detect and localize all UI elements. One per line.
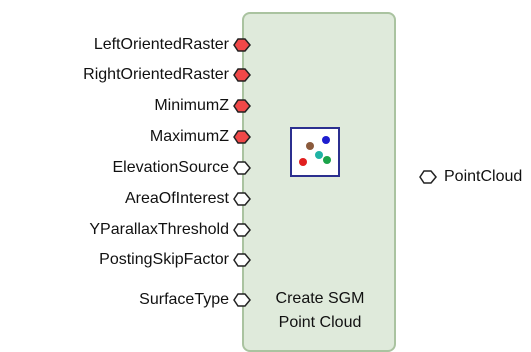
input-label-surface-type: SurfaceType (139, 291, 229, 308)
input-label-left-oriented-raster: LeftOrientedRaster (93, 36, 229, 53)
input-port-posting-skip-factor[interactable] (233, 253, 251, 267)
input-row-elevation-source: ElevationSource (0, 158, 229, 178)
input-port-elevation-source[interactable] (233, 161, 251, 175)
process-node[interactable] (242, 12, 396, 352)
input-row-y-parallax-threshold: YParallaxThreshold (0, 220, 229, 240)
node-title: Create SGM Point Cloud (244, 287, 396, 335)
input-row-right-oriented-raster: RightOrientedRaster (0, 65, 229, 85)
input-row-left-oriented-raster: LeftOrientedRaster (0, 35, 229, 55)
input-port-surface-type[interactable] (233, 293, 251, 307)
input-label-maximum-z: MaximumZ (149, 128, 229, 145)
input-port-area-of-interest[interactable] (233, 192, 251, 206)
input-port-right-oriented-raster[interactable] (233, 68, 251, 82)
input-port-minimum-z[interactable] (233, 99, 251, 113)
input-row-posting-skip-factor: PostingSkipFactor (0, 250, 229, 270)
input-label-posting-skip-factor: PostingSkipFactor (99, 251, 229, 268)
input-label-right-oriented-raster: RightOrientedRaster (83, 66, 229, 83)
input-port-y-parallax-threshold[interactable] (233, 223, 251, 237)
input-row-surface-type: SurfaceType (0, 290, 229, 310)
input-row-minimum-z: MinimumZ (0, 96, 229, 116)
input-label-area-of-interest: AreaOfInterest (124, 190, 229, 207)
output-port-point-cloud[interactable] (419, 170, 437, 184)
output-label-point-cloud: PointCloud (444, 168, 523, 185)
input-port-maximum-z[interactable] (233, 130, 251, 144)
node-title-line-1: Create SGM (275, 290, 365, 307)
input-row-area-of-interest: AreaOfInterest (0, 189, 229, 209)
scatter-points-icon (290, 127, 340, 177)
input-row-maximum-z: MaximumZ (0, 127, 229, 147)
input-port-left-oriented-raster[interactable] (233, 38, 251, 52)
input-label-minimum-z: MinimumZ (154, 97, 229, 114)
input-label-y-parallax-threshold: YParallaxThreshold (89, 221, 229, 238)
input-label-elevation-source: ElevationSource (112, 159, 229, 176)
node-title-line-2: Point Cloud (278, 314, 362, 331)
